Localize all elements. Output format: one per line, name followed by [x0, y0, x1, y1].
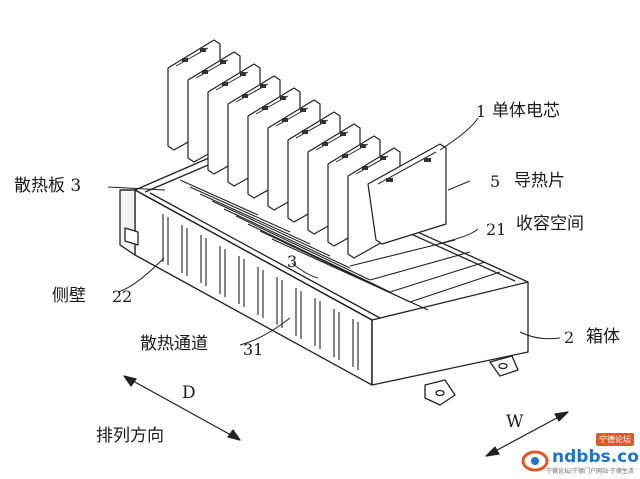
battery-cells	[167, 39, 447, 259]
watermark-subtitle: 宁德论坛|宁德门户网站·宁德生活	[546, 468, 634, 475]
cooling-plate-label: 散热板 3	[14, 176, 82, 196]
box-front-face	[371, 281, 529, 386]
site-watermark: ndbbs.com 宁德论坛 宁德论坛|宁德门户网站·宁德生活	[518, 433, 640, 475]
cooling-channel-number-label: 31	[243, 340, 264, 359]
arrangement-direction-label: 排列方向	[96, 426, 164, 446]
leader-lines	[107, 117, 561, 346]
box-label: 箱体	[586, 327, 620, 347]
side-wall-label: 侧壁	[52, 286, 86, 306]
cell-number-label: 1	[476, 102, 487, 121]
receiving-space-label: 收容空间	[516, 214, 584, 234]
direction-w-label: W	[506, 412, 524, 432]
watermark-badge: 宁德论坛	[596, 433, 634, 446]
cooling-fins	[179, 179, 501, 311]
cooling-plate-number-label: 3	[287, 252, 298, 271]
box-feet	[124, 227, 519, 406]
watermark-logo-icon	[521, 450, 549, 472]
watermark-brand: ndbbs.com	[552, 447, 640, 467]
direction-arrows	[123, 375, 569, 457]
cell-label: 单体电芯	[492, 101, 560, 121]
thermal-sheet-label: 导热片	[514, 171, 565, 191]
receiving-space-number-label: 21	[486, 220, 507, 239]
channel-slots	[162, 214, 359, 370]
thermal-sheet-number-label: 5	[490, 172, 501, 191]
side-wall-number-label: 22	[112, 287, 133, 306]
box-number-label: 2	[564, 328, 575, 347]
cooling-channel-label: 散热通道	[140, 334, 208, 354]
direction-d-label: D	[182, 383, 196, 403]
